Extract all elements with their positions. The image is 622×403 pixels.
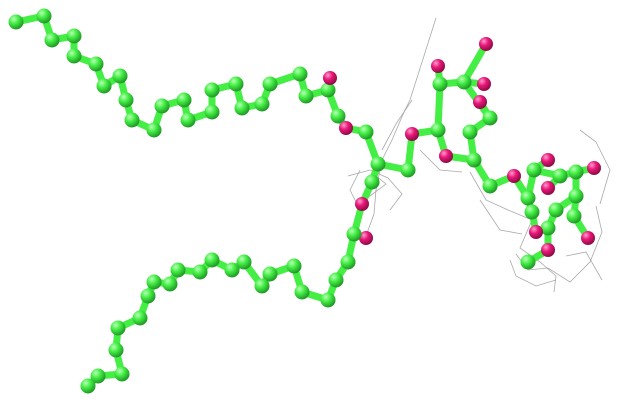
carbon-atom [330, 108, 346, 124]
wireframe-bond [515, 205, 603, 283]
carbon-atom [108, 342, 124, 358]
oxygen-atom [405, 127, 419, 141]
carbon-atom [8, 14, 24, 30]
carbon-atom [112, 68, 128, 84]
carbon-atom [340, 254, 356, 270]
oxygen-atom [581, 231, 595, 245]
carbon-atom [262, 266, 278, 282]
carbon-atom [80, 378, 96, 394]
carbon-atom [44, 32, 60, 48]
carbon-atom [236, 254, 252, 270]
carbon-atom [114, 366, 130, 382]
carbon-atom [294, 284, 310, 300]
carbon-atom [176, 92, 192, 108]
wireframe-bond [365, 17, 437, 237]
carbon-atom [118, 92, 134, 108]
atom-layer [8, 8, 601, 394]
wireframe-bond [479, 199, 523, 235]
carbon-atom [154, 98, 170, 114]
carbon-atom [568, 164, 584, 180]
carbon-atom [568, 188, 584, 204]
oxygen-atom [323, 71, 337, 85]
carbon-atom [548, 202, 564, 218]
carbon-atom [466, 152, 482, 168]
carbon-atom [146, 274, 162, 290]
carbon-atom [370, 156, 386, 172]
oxygen-atom [541, 243, 555, 257]
carbon-atom [88, 56, 104, 72]
carbon-atom [262, 76, 278, 92]
carbon-atom [192, 264, 208, 280]
carbon-atom [180, 112, 196, 128]
wireframe-bond [469, 171, 557, 293]
carbon-atom [292, 66, 308, 82]
carbon-atom [298, 88, 314, 104]
carbon-atom [430, 122, 446, 138]
oxygen-atom [541, 153, 555, 167]
carbon-atom [524, 204, 540, 220]
carbon-atom [520, 254, 536, 270]
carbon-atom [140, 288, 156, 304]
carbon-atom [132, 310, 148, 326]
carbon-atom [456, 74, 472, 90]
carbon-atom [90, 368, 106, 384]
carbon-atom [540, 220, 556, 236]
oxygen-atom [541, 181, 555, 195]
carbon-atom [124, 112, 140, 128]
carbon-atom [520, 190, 536, 206]
carbon-atom [146, 122, 162, 138]
carbon-atom [254, 278, 270, 294]
carbon-atom [66, 48, 82, 64]
wireframe-bond [347, 169, 403, 211]
oxygen-atom [359, 231, 373, 245]
oxygen-atom [431, 59, 445, 73]
oxygen-atom [339, 121, 353, 135]
carbon-atom [96, 78, 112, 94]
carbon-atom [526, 162, 542, 178]
carbon-atom [482, 110, 498, 126]
carbon-atom [328, 272, 344, 288]
carbon-atom [482, 178, 498, 194]
carbon-atom [286, 258, 302, 274]
carbon-atom [566, 208, 582, 224]
wireframe-bond [419, 149, 463, 173]
carbon-atom [320, 292, 336, 308]
carbon-atom [204, 252, 220, 268]
oxygen-atom [587, 161, 601, 175]
carbon-atom [358, 124, 374, 140]
carbon-atom [320, 82, 336, 98]
carbon-atom [66, 28, 82, 44]
carbon-atom [462, 124, 478, 140]
bond-stick [434, 80, 444, 134]
carbon-atom [400, 162, 416, 178]
carbon-atom [228, 76, 244, 92]
carbon-atom [364, 174, 380, 190]
carbon-atom [204, 82, 220, 98]
oxygen-atom [473, 95, 487, 109]
wireframe-layer [347, 17, 611, 293]
oxygen-atom [479, 37, 493, 51]
wireframe-bond [381, 99, 413, 151]
carbon-atom [234, 100, 250, 116]
carbon-atom [432, 76, 448, 92]
carbon-atom [204, 104, 220, 120]
wireframe-bond [509, 259, 557, 287]
carbon-atom [346, 226, 362, 242]
wireframe-bond [579, 129, 611, 205]
carbon-atom [170, 262, 186, 278]
oxygen-atom [439, 149, 453, 163]
oxygen-atom [529, 225, 543, 239]
carbon-atom [110, 320, 126, 336]
oxygen-atom [477, 77, 491, 91]
oxygen-atom [507, 169, 521, 183]
carbon-atom [162, 276, 178, 292]
carbon-atom [224, 262, 240, 278]
carbon-atom [552, 168, 568, 184]
oxygen-atom [355, 197, 369, 211]
carbon-atom [36, 8, 52, 24]
carbon-atom [254, 96, 270, 112]
wireframe-bond [565, 251, 603, 281]
